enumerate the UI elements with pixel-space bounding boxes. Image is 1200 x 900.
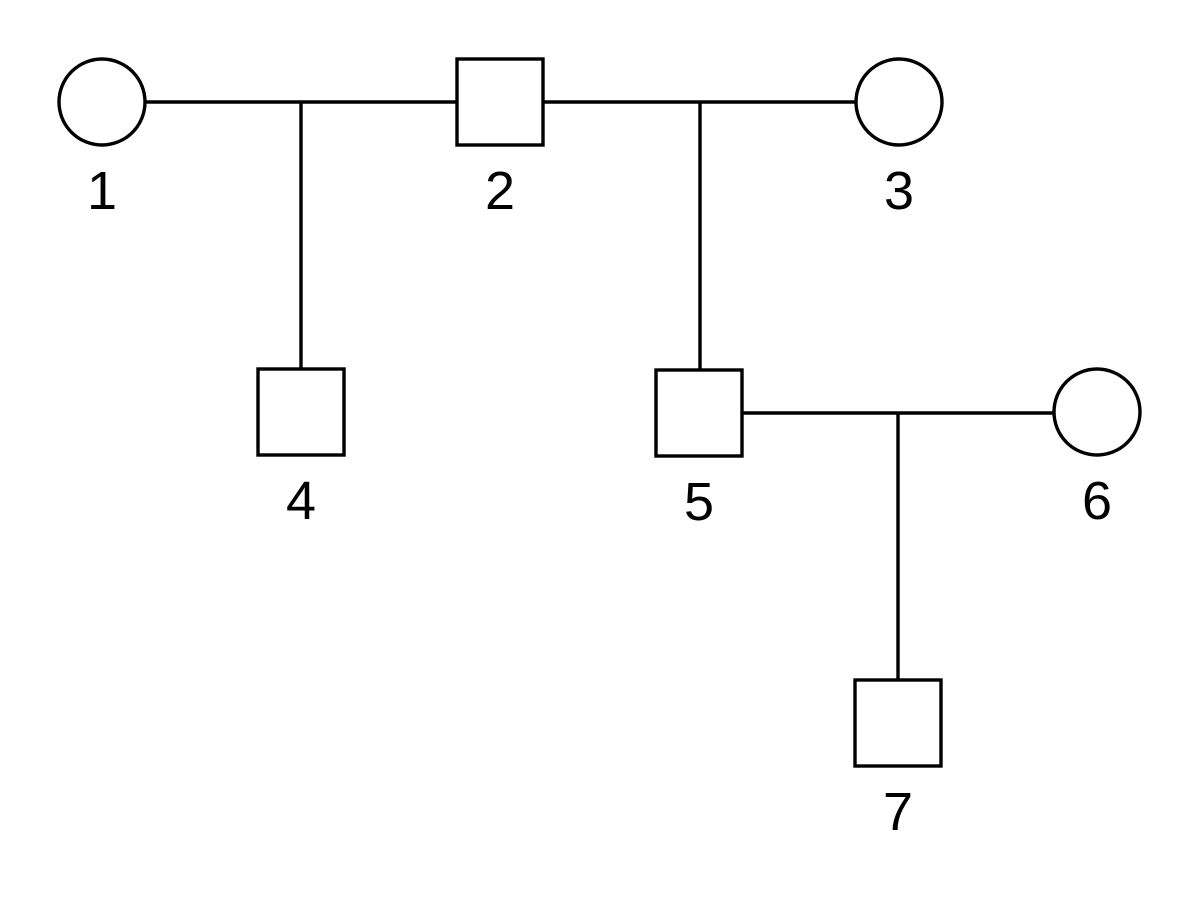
person-1-female-symbol bbox=[57, 57, 147, 147]
person-6-label: 6 bbox=[1082, 471, 1112, 531]
person-2-male-symbol bbox=[455, 57, 545, 147]
person-5-label: 5 bbox=[684, 472, 714, 532]
person-4-male-symbol bbox=[256, 367, 346, 457]
person-5-male-symbol bbox=[654, 368, 744, 458]
person-3-female-symbol bbox=[854, 57, 944, 147]
person-7-label: 7 bbox=[883, 782, 913, 842]
person-2-label: 2 bbox=[485, 161, 515, 221]
person-1-label: 1 bbox=[87, 161, 117, 221]
person-4-label: 4 bbox=[286, 471, 316, 531]
person-7-male-symbol bbox=[853, 678, 943, 768]
person-3-label: 3 bbox=[884, 161, 914, 221]
person-6-female-symbol bbox=[1052, 367, 1142, 457]
